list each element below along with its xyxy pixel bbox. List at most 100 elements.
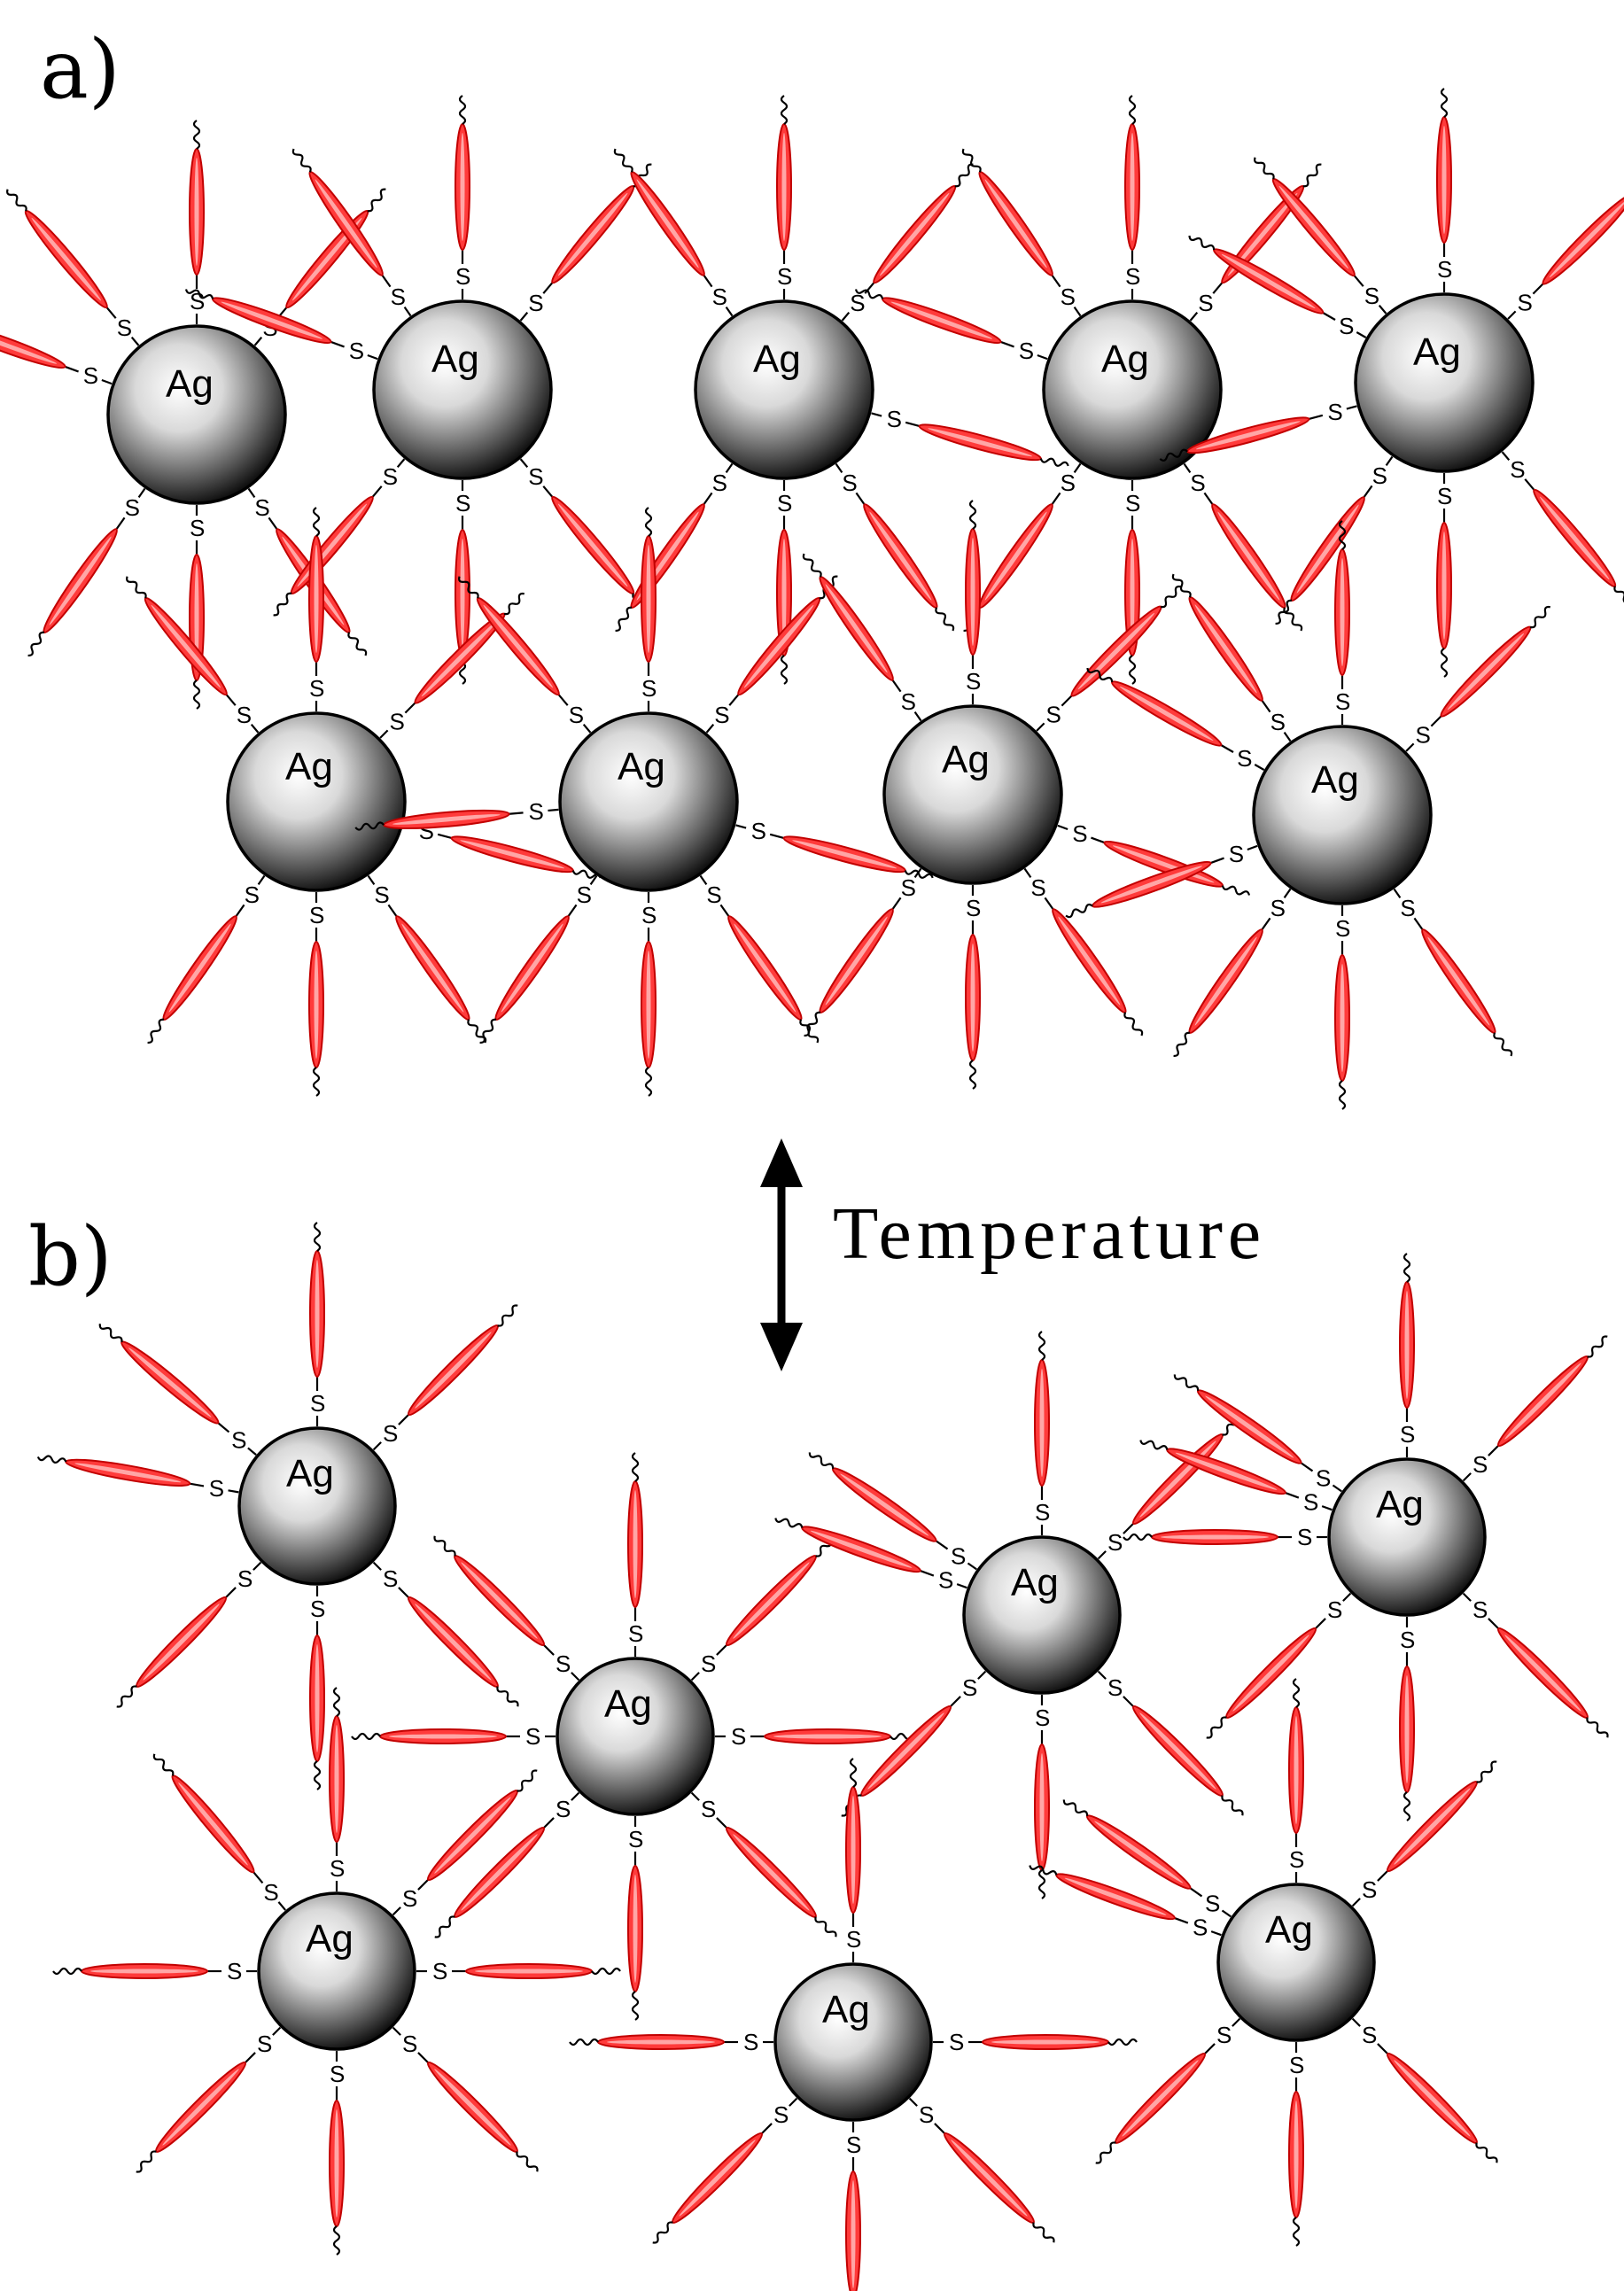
alkyl-tail bbox=[1283, 607, 1303, 632]
ag-label: Ag bbox=[942, 738, 990, 781]
alkyl-tail bbox=[1037, 1331, 1046, 1361]
sulfur-label: S bbox=[263, 1879, 278, 1906]
thiol-ligand: S bbox=[1095, 2017, 1241, 2164]
ag-label: Ag bbox=[618, 745, 665, 788]
thiol-ligand: S bbox=[309, 1586, 325, 1790]
ag-label: Ag bbox=[753, 338, 801, 381]
sulfur-label: S bbox=[1297, 1524, 1312, 1550]
sulfur-label: S bbox=[254, 494, 269, 521]
alkyl-tail bbox=[1440, 88, 1449, 118]
sulfur-label: S bbox=[1335, 915, 1350, 942]
alkyl-tail bbox=[644, 1067, 653, 1097]
sulfur-label: S bbox=[1400, 1627, 1415, 1653]
silver-nanoparticle bbox=[1216, 1883, 1376, 2042]
alkyl-tail bbox=[6, 189, 27, 212]
thiol-ligand: S bbox=[802, 553, 922, 722]
thiol-ligand: S bbox=[1173, 888, 1292, 1058]
alkyl-tail bbox=[273, 592, 292, 617]
sulfur-label: S bbox=[1193, 1914, 1208, 1940]
thiol-ligand: S bbox=[1507, 193, 1624, 320]
ag-label: Ag bbox=[822, 1988, 870, 2031]
sulfur-label: S bbox=[1400, 1421, 1415, 1448]
alkyl-tail bbox=[332, 1687, 341, 1717]
sulfur-label: S bbox=[628, 1620, 643, 1647]
alkyl-tail bbox=[1275, 599, 1292, 625]
alkyl-tail bbox=[802, 553, 822, 578]
alkyl-tail bbox=[458, 95, 467, 125]
thiol-ligand: S bbox=[0, 322, 113, 389]
sulfur-label: S bbox=[701, 1650, 716, 1677]
alkyl-tail bbox=[1107, 2038, 1138, 2046]
sulfur-label: S bbox=[1327, 399, 1342, 425]
alkyl-tail bbox=[1476, 1760, 1497, 1783]
sulfur-label: S bbox=[309, 675, 324, 702]
sulfur-label: S bbox=[117, 315, 132, 341]
sulfur-label: S bbox=[1035, 1705, 1050, 1731]
sulfur-label: S bbox=[556, 1650, 571, 1677]
thiol-ligand: S bbox=[147, 874, 266, 1045]
thiol-ligand: S bbox=[189, 505, 205, 710]
thiol-ligand: S bbox=[434, 1791, 580, 1938]
sulfur-label: S bbox=[1303, 1488, 1318, 1515]
thiol-ligand: S bbox=[1188, 235, 1367, 339]
sulfur-label: S bbox=[310, 1390, 325, 1417]
thiol-ligand: S bbox=[519, 163, 652, 322]
thiol-ligand: S bbox=[776, 480, 792, 685]
alkyl-tail bbox=[312, 507, 321, 537]
thiol-ligand: S bbox=[372, 1561, 519, 1707]
sulfur-label: S bbox=[773, 2101, 789, 2128]
silver-nanoparticle bbox=[962, 1535, 1122, 1695]
alkyl-tail bbox=[147, 1018, 164, 1045]
thiol-ligand: S bbox=[308, 507, 324, 711]
sulfur-label: S bbox=[1472, 1596, 1488, 1623]
thiol-ligand: S bbox=[27, 487, 146, 657]
ag-label: Ag bbox=[306, 1917, 354, 1961]
alkyl-tail bbox=[192, 120, 201, 150]
sulfur-label: S bbox=[402, 2031, 417, 2057]
ag-label: Ag bbox=[166, 362, 214, 406]
alkyl-tail bbox=[631, 1452, 640, 1482]
silver-nanoparticle bbox=[773, 1962, 933, 2122]
alkyl-tail bbox=[1529, 605, 1550, 629]
thiol-ligand: S bbox=[1124, 95, 1140, 299]
silver-nanoparticle bbox=[257, 1891, 416, 2051]
thiol-ligand: S bbox=[1351, 2017, 1498, 2163]
sulfur-label: S bbox=[1107, 1674, 1123, 1701]
sulfur-label: S bbox=[743, 2029, 758, 2055]
thiol-ligand: S bbox=[641, 507, 657, 711]
thiol-ligand: S bbox=[479, 874, 598, 1045]
thiol-ligand: S bbox=[329, 2051, 345, 2256]
alkyl-tail bbox=[434, 1915, 455, 1938]
thiol-ligand: S bbox=[735, 818, 934, 879]
sulfur-label: S bbox=[1362, 2022, 1377, 2048]
sulfur-label: S bbox=[402, 1885, 417, 1912]
alkyl-tail bbox=[136, 2150, 157, 2173]
sulfur-label: S bbox=[1472, 1451, 1488, 1478]
alkyl-tail bbox=[98, 1324, 123, 1343]
sulfur-label: S bbox=[577, 881, 592, 908]
thiol-ligand: S bbox=[1436, 473, 1452, 678]
sulfur-label: S bbox=[1270, 895, 1286, 921]
sulfur-label: S bbox=[751, 818, 766, 844]
alkyl-tail bbox=[961, 148, 982, 173]
thiol-ligand: S bbox=[1405, 605, 1550, 752]
alkyl-tail bbox=[774, 1518, 804, 1528]
sulfur-label: S bbox=[919, 2101, 934, 2128]
ag-label: Ag bbox=[431, 338, 479, 381]
thiol-ligand: S bbox=[871, 406, 1069, 467]
alkyl-tail bbox=[968, 1060, 977, 1090]
alkyl-tail bbox=[1221, 885, 1251, 896]
silver-nanoparticle bbox=[1252, 725, 1433, 905]
alkyl-tail bbox=[615, 606, 632, 633]
thiol-ligand: S bbox=[291, 148, 412, 317]
alkyl-tail bbox=[1086, 667, 1114, 683]
alkyl-tail bbox=[1171, 573, 1192, 598]
thiol-ligand: S bbox=[965, 885, 981, 1090]
thiol-ligand: S bbox=[1501, 451, 1624, 603]
sulfur-label: S bbox=[777, 490, 792, 516]
